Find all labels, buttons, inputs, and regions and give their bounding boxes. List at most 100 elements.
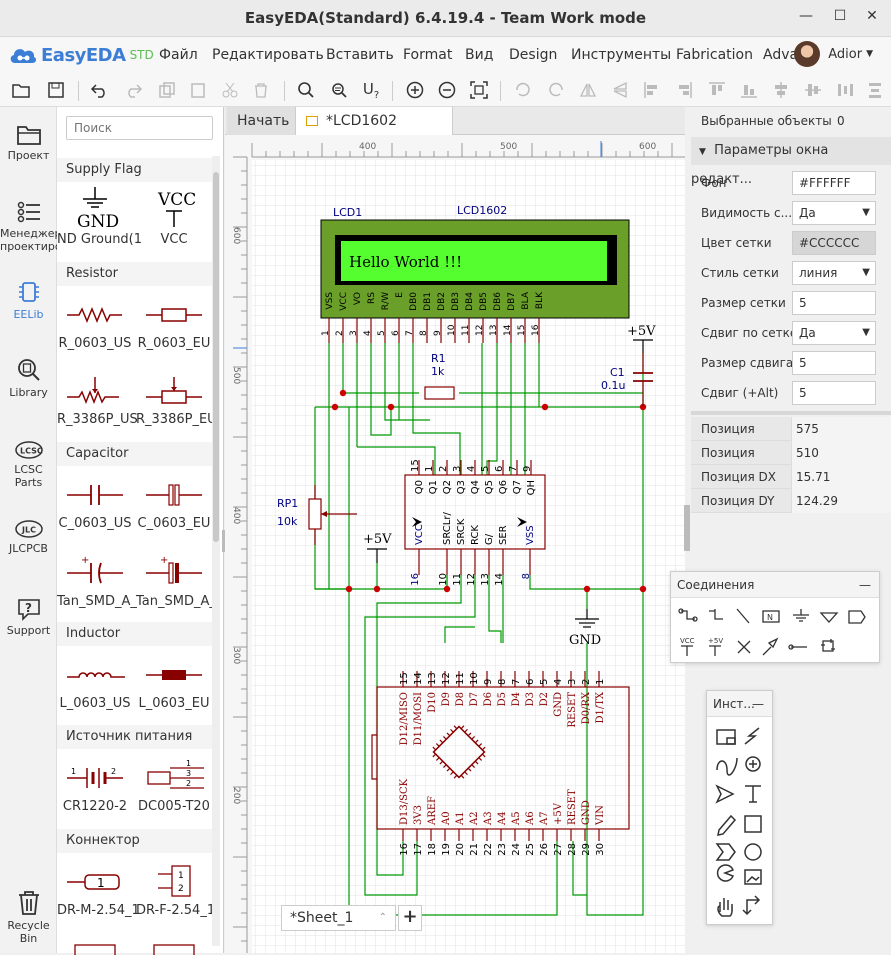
part-r-3386p-eu[interactable]: R_3386P_EU bbox=[136, 363, 217, 433]
part-r-3386p-us[interactable]: R_3386P_US bbox=[57, 363, 138, 433]
position-dx-value[interactable]: 15.71 bbox=[791, 465, 891, 489]
library-search-input[interactable] bbox=[66, 116, 213, 140]
position-y-value[interactable]: 510 bbox=[791, 441, 891, 465]
paste-icon[interactable] bbox=[187, 79, 209, 101]
potentiometer-rp1[interactable]: RP1 10k bbox=[277, 485, 357, 545]
drag-tool-icon[interactable] bbox=[742, 895, 761, 916]
undo-icon[interactable] bbox=[89, 79, 111, 101]
part-header-m[interactable]: 1 DR-M-2.54_1 bbox=[57, 854, 140, 924]
background-input[interactable]: #FFFFFF bbox=[792, 171, 876, 195]
part-vcc[interactable]: VCC VCC bbox=[136, 183, 212, 253]
capacitor-c1[interactable]: C1 0.1u bbox=[601, 353, 653, 407]
grid-color-input[interactable]: #CCCCCC bbox=[792, 231, 876, 255]
snap-select[interactable]: Да bbox=[792, 321, 876, 345]
ground-symbol[interactable]: GND bbox=[569, 609, 601, 648]
nav-support[interactable]: ? Support bbox=[0, 597, 57, 637]
part-r-0603-eu[interactable]: R_0603_EU bbox=[136, 287, 212, 357]
net-port-icon[interactable] bbox=[848, 610, 866, 624]
voltage-probe-icon[interactable] bbox=[762, 637, 779, 656]
align-center-v-icon[interactable] bbox=[802, 79, 824, 101]
grid-size-input[interactable]: 5 bbox=[792, 291, 876, 315]
group-icon[interactable] bbox=[821, 639, 835, 652]
close-icon[interactable]: ✕ bbox=[866, 8, 878, 24]
part-l-0603-eu[interactable]: L_0603_EU bbox=[136, 647, 212, 717]
part-l-0603-us[interactable]: L_0603_US bbox=[57, 647, 133, 717]
pie-tool-icon[interactable] bbox=[716, 864, 734, 882]
app-logo[interactable]: EasyEDA STD bbox=[8, 43, 154, 67]
position-dy-value[interactable]: 124.29 bbox=[791, 489, 891, 513]
search-icon[interactable] bbox=[295, 79, 317, 101]
flip-v-icon[interactable] bbox=[609, 79, 631, 101]
grid-style-select[interactable]: линия bbox=[792, 261, 876, 285]
delete-icon[interactable] bbox=[250, 79, 272, 101]
align-top-icon[interactable] bbox=[706, 79, 728, 101]
part-gnd[interactable]: GND ND Ground(1 bbox=[57, 183, 142, 253]
menu-file[interactable]: Файл bbox=[159, 47, 198, 63]
pan-tool-icon[interactable] bbox=[717, 898, 733, 917]
image-tool-icon[interactable] bbox=[744, 869, 762, 885]
nav-project[interactable]: Проект bbox=[0, 122, 57, 162]
no-connect-icon[interactable] bbox=[737, 640, 751, 654]
tab-start[interactable]: Начать bbox=[227, 107, 300, 135]
user-menu[interactable]: Adior ▼ bbox=[794, 41, 873, 67]
minimize-panel-icon[interactable]: — bbox=[752, 697, 764, 711]
circle-tool-icon[interactable] bbox=[744, 843, 762, 861]
part-c-0603-eu[interactable]: C_0603_EU bbox=[136, 467, 212, 537]
cut-icon[interactable] bbox=[219, 79, 241, 101]
distribute-h-icon[interactable] bbox=[834, 79, 856, 101]
open-folder-icon[interactable] bbox=[10, 79, 32, 101]
library-scrollbar[interactable] bbox=[212, 156, 220, 946]
category-power-source[interactable]: Источник питания bbox=[57, 725, 212, 749]
snap-size-input[interactable]: 5 bbox=[792, 351, 876, 375]
sheet-tab[interactable]: *Sheet_1 ⌃ bbox=[281, 905, 396, 931]
visibility-select[interactable]: Да bbox=[792, 201, 876, 225]
align-left-icon[interactable] bbox=[641, 79, 663, 101]
part-r-0603-us[interactable]: R_0603_US bbox=[57, 287, 133, 357]
text-tool-icon[interactable] bbox=[745, 785, 761, 803]
category-resistor[interactable]: Resistor bbox=[57, 262, 212, 286]
menu-tools[interactable]: Инструменты bbox=[571, 47, 672, 63]
minimize-icon[interactable]: — bbox=[799, 8, 813, 24]
tools-header[interactable]: Инст... — bbox=[707, 691, 772, 717]
shift-register-74hc595[interactable]: Q015Q11Q22Q33Q44Q55Q66Q77QH9VCC16SRCLr/1… bbox=[404, 459, 546, 586]
resistor-r1[interactable]: R1 1k bbox=[424, 352, 455, 400]
part-tan-smd-a-1[interactable]: + Tan_SMD_A_ bbox=[57, 545, 137, 615]
polygon-tool-icon[interactable] bbox=[715, 843, 736, 861]
menu-insert[interactable]: Вставить bbox=[326, 47, 394, 63]
nav-project-manager[interactable]: Менеджер проектиро bbox=[0, 200, 62, 253]
redo-icon[interactable] bbox=[122, 79, 144, 101]
position-x-value[interactable]: 575 bbox=[791, 417, 891, 441]
line-tool-icon[interactable] bbox=[744, 727, 760, 745]
arrow-tool-icon[interactable] bbox=[715, 784, 735, 804]
nav-jlcpcb[interactable]: JLC JLCPCB bbox=[0, 519, 57, 555]
part-c-0603-us[interactable]: C_0603_US bbox=[57, 467, 133, 537]
minimize-panel-icon[interactable]: — bbox=[859, 578, 871, 592]
wire-tool-icon[interactable] bbox=[678, 608, 698, 622]
distribute-v-icon[interactable] bbox=[864, 79, 886, 101]
unit-icon[interactable]: U? bbox=[362, 79, 380, 101]
part-partial[interactable] bbox=[136, 931, 212, 955]
net-flag-vcc-icon[interactable]: VCC bbox=[680, 637, 695, 656]
frame-tool-icon[interactable] bbox=[716, 729, 736, 745]
canvas-right-handle[interactable] bbox=[684, 505, 690, 551]
nav-recycle-bin[interactable]: Recycle Bin bbox=[0, 890, 57, 945]
find-replace-icon[interactable] bbox=[328, 79, 350, 101]
rectangle-tool-icon[interactable] bbox=[744, 815, 762, 833]
schematic-svg[interactable]: 400 500 600 600 500 400 300 200 LCD1 LCD… bbox=[225, 135, 685, 953]
save-icon[interactable] bbox=[45, 79, 67, 101]
align-right-icon[interactable] bbox=[673, 79, 695, 101]
pin-icon[interactable] bbox=[788, 644, 807, 650]
scrollbar-thumb[interactable] bbox=[213, 172, 219, 542]
category-inductor[interactable]: Inductor bbox=[57, 622, 212, 646]
zoom-out-icon[interactable] bbox=[436, 79, 458, 101]
align-center-h-icon[interactable] bbox=[770, 79, 792, 101]
power-5v-top[interactable]: +5V bbox=[627, 324, 656, 353]
arc-tool-icon[interactable] bbox=[745, 756, 761, 772]
menu-format[interactable]: Format bbox=[403, 47, 453, 63]
power-5v-mid[interactable]: +5V bbox=[363, 532, 392, 563]
freehand-tool-icon[interactable] bbox=[717, 814, 737, 836]
menu-view[interactable]: Вид bbox=[465, 47, 494, 63]
